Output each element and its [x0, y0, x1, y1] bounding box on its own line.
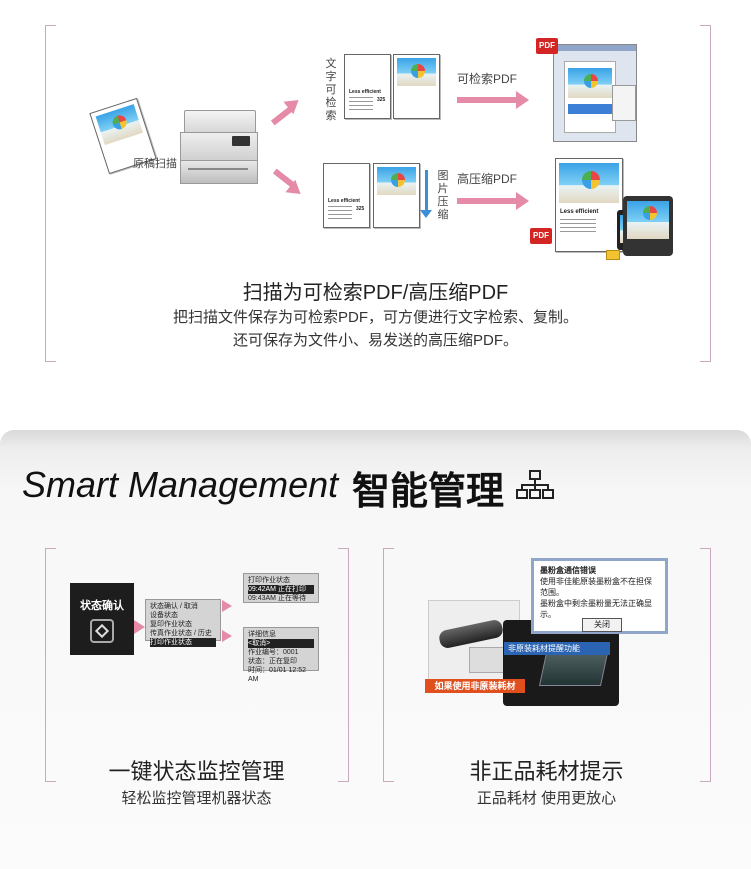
detail-row: 时间：01/01 12:52 AM: [248, 667, 306, 683]
feature2-title: 非正品耗材提示: [469, 759, 624, 784]
detail-row: 作业编号：0001: [248, 649, 299, 656]
feature2-subtitle: 正品耗材 使用更放心: [476, 790, 617, 807]
tablet-icon: [623, 196, 673, 256]
status-key-icon: [90, 619, 114, 643]
image-document-bottom: [373, 163, 420, 228]
arrow-to-searchable: [457, 91, 529, 109]
toner-warning-dialog: 墨粉盒通信错误 使用非佳能原装墨粉盒不在担保范围。 墨粉盒中剩余墨粉量无法正确显…: [531, 558, 668, 634]
card1-right-bracket: [338, 548, 349, 782]
arrow-menu-to-detail: [222, 630, 232, 642]
arrow-to-compressed: [457, 192, 529, 210]
searchable-pdf-label: 可检索PDF: [457, 72, 518, 86]
card2-right-bracket: [700, 548, 711, 782]
warning-title: 墨粉盒通信错误: [540, 566, 596, 575]
smart-title-cn: 智能管理: [352, 471, 505, 513]
compressed-pdf-document: Less efficient: [555, 158, 623, 252]
scan-desc-line2: 还可保存为文件小、易发送的高压缩PDF。: [232, 332, 518, 349]
detail-row: 状态：正在复印: [248, 658, 297, 665]
reminder-label: 非原装耗材提醒功能: [504, 642, 610, 655]
pdf-badge-top: PDF: [536, 38, 558, 54]
feature1-title: 一键状态监控管理: [108, 759, 285, 784]
image-compress-label: 图片压缩: [437, 170, 449, 221]
print-job-row[interactable]: 09:43AM 正在等待: [248, 595, 306, 602]
pdf-badge-bottom: PDF: [530, 228, 552, 244]
print-status-panel: 打印作业状态 09:42AM 正在打印 09:43AM 正在等待: [243, 573, 319, 603]
menu-panel-title: 状态确认 / 取消: [150, 603, 198, 610]
menu-item-selected[interactable]: 打印作业状态: [150, 638, 216, 647]
warning-line1: 使用非佳能原装墨粉盒不在担保范围。: [540, 577, 652, 597]
detail-cancel[interactable]: <取消>: [248, 639, 314, 648]
feature1-subtitle: 轻松监控管理机器状态: [121, 790, 272, 807]
smart-title-en: Smart Management: [22, 464, 339, 505]
right-bracket: [700, 25, 711, 362]
mail-icon: [606, 250, 620, 260]
text-document-bottom: Less efficient 325: [323, 163, 370, 228]
detail-panel: 详细信息 <取消> 作业编号：0001 状态：正在复印 时间：01/01 12:…: [243, 627, 319, 683]
card1-left-bracket: [45, 548, 56, 782]
text-searchable-label: 文字可检索: [325, 58, 337, 122]
scan-pdf-section: 原稿扫描 文字可检索 Less efficient 325 可检索PDF PDF: [0, 0, 751, 430]
detail-panel-title: 详细信息: [248, 631, 276, 638]
image-document-top: [393, 54, 440, 119]
status-button-label: 状态确认: [80, 600, 124, 612]
arrow-menu-to-print: [222, 600, 232, 612]
high-compress-pdf-label: 高压缩PDF: [457, 172, 518, 186]
close-button[interactable]: 关闭: [582, 618, 622, 632]
left-bracket: [45, 25, 56, 362]
pdf-viewer-window: [553, 44, 637, 142]
warning-line2: 墨粉盒中剩余墨粉量无法正确显示。: [540, 599, 652, 619]
menu-item[interactable]: 设备状态: [150, 612, 178, 619]
print-job-row[interactable]: 09:42AM 正在打印: [248, 585, 314, 594]
compress-arrow: [425, 170, 428, 212]
scan-section-title: 扫描为可检索PDF/高压缩PDF: [242, 282, 509, 304]
card2-left-bracket: [383, 548, 394, 782]
non-genuine-tag: 如果使用非原装耗材: [425, 679, 525, 693]
status-check-button[interactable]: 状态确认: [70, 583, 134, 655]
printer-image: [180, 110, 258, 184]
text-document-top: Less efficient 325: [344, 54, 391, 119]
scan-desc-line1: 把扫描文件保存为可检索PDF，可方便进行文字检索、复制。: [172, 309, 578, 326]
menu-item[interactable]: 复印作业状态: [150, 621, 192, 628]
status-menu-panel: 状态确认 / 取消 设备状态 复印作业状态 传真作业状态 / 历史 打印作业状态: [145, 599, 221, 647]
arrow-button-to-menu: [134, 620, 145, 634]
menu-item[interactable]: 传真作业状态 / 历史: [150, 630, 212, 637]
print-status-title: 打印作业状态: [248, 577, 290, 584]
original-scan-label: 原稿扫描: [133, 158, 177, 170]
org-chart-icon: [516, 470, 554, 499]
